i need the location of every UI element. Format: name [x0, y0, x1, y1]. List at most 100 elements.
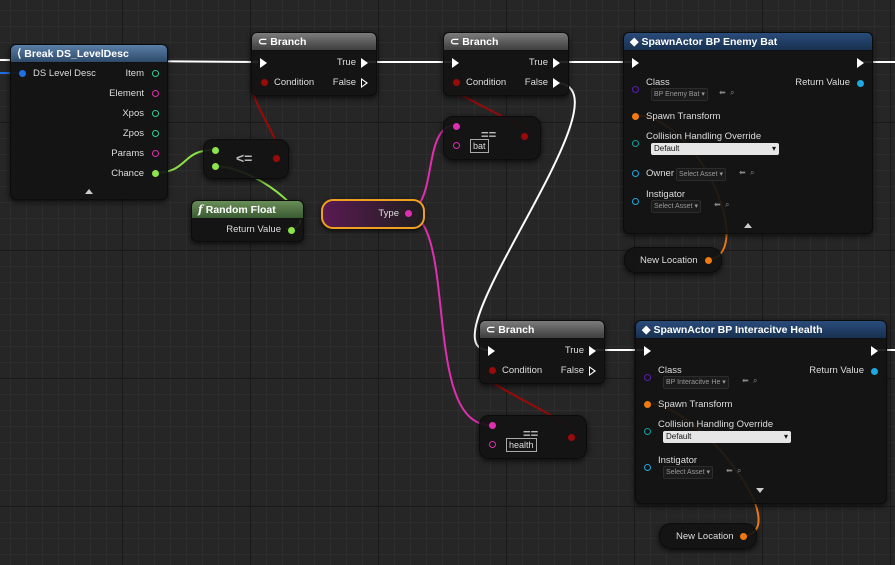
exec-input-pin[interactable] [632, 58, 639, 68]
exec-output-pin[interactable] [871, 346, 878, 356]
collision-dropdown[interactable]: Default ▾ [663, 431, 791, 443]
collapse-arrow-icon[interactable] [85, 189, 93, 194]
transform-input-pin[interactable] [632, 113, 639, 120]
break-struct-node[interactable]: ⟨ Break DS_LevelDesc DS Level Desc Item … [10, 44, 168, 200]
instigator-dropdown[interactable]: Select Asset ▾ [651, 200, 701, 213]
enum-input-pin[interactable] [453, 123, 460, 130]
struct-input-pin[interactable] [19, 70, 26, 77]
enum-value-field[interactable]: health [506, 438, 537, 452]
browse-search-icon[interactable]: ⌕ [730, 88, 735, 97]
object-output-pin[interactable] [871, 368, 878, 375]
exec-input-pin[interactable] [452, 58, 459, 68]
use-selected-arrow-icon[interactable]: ⬅ [714, 200, 721, 209]
equal-enum-node[interactable]: == health [479, 415, 587, 459]
browse-search-icon[interactable]: ⌕ [753, 376, 758, 385]
operator-label: == [481, 127, 497, 142]
new-location-node[interactable]: New Location [659, 523, 757, 549]
branch-node[interactable]: ⊂ Branch True Condition False [479, 320, 605, 384]
class-input-pin[interactable] [632, 86, 639, 93]
instigator-dropdown[interactable]: Select Asset ▾ [663, 466, 713, 479]
float-output-pin[interactable] [152, 170, 159, 177]
float-output-pin[interactable] [288, 227, 295, 234]
transform-output-pin[interactable] [740, 533, 747, 540]
exec-output-pin[interactable] [857, 58, 864, 68]
node-title: SpawnActor BP Interacitve Health [653, 323, 823, 336]
equal-enum-node[interactable]: == bat [443, 116, 541, 160]
use-selected-arrow-icon[interactable]: ⬅ [726, 466, 733, 475]
object-output-pin[interactable] [857, 80, 864, 87]
exec-false-pin[interactable] [361, 78, 368, 88]
owner-dropdown[interactable]: Select Asset ▾ [676, 168, 726, 181]
class-dropdown[interactable]: BP Interacitve He ▾ [663, 376, 729, 389]
object-input-pin[interactable] [632, 198, 639, 205]
spawn-actor-node[interactable]: ◆ SpawnActor BP Interacitve Health Class… [635, 320, 887, 504]
enum-output-pin[interactable] [152, 150, 159, 157]
pin-label: Class [646, 77, 670, 88]
int-output-pin[interactable] [152, 110, 159, 117]
float-input-pin[interactable] [212, 163, 219, 170]
use-selected-arrow-icon[interactable]: ⬅ [719, 88, 726, 97]
pin-label: Spawn Transform [658, 399, 733, 410]
less-equal-node[interactable]: <= [203, 139, 289, 179]
exec-true-pin[interactable] [589, 346, 596, 356]
exec-input-pin[interactable] [488, 346, 495, 356]
bool-output-pin[interactable] [568, 434, 575, 441]
int-output-pin[interactable] [152, 130, 159, 137]
spawn-actor-node[interactable]: ◆ SpawnActor BP Enemy Bat Class BP Enemy… [623, 32, 873, 234]
int-output-pin[interactable] [152, 70, 159, 77]
browse-search-icon[interactable]: ⌕ [750, 168, 755, 177]
exec-input-pin[interactable] [644, 346, 651, 356]
bool-input-pin[interactable] [453, 79, 460, 86]
pin-label: Collision Handling Override [646, 131, 762, 142]
object-input-pin[interactable] [632, 170, 639, 177]
exec-false-pin[interactable] [589, 366, 596, 376]
transform-input-pin[interactable] [644, 401, 651, 408]
new-location-node[interactable]: New Location [624, 247, 722, 273]
type-getter-node[interactable]: Type [321, 199, 425, 229]
class-dropdown[interactable]: BP Enemy Bat ▾ [651, 88, 708, 101]
byte-input-pin[interactable] [632, 140, 639, 147]
float-input-pin[interactable] [212, 147, 219, 154]
chevron-down-icon: ▾ [783, 432, 788, 441]
collapse-arrow-icon[interactable] [744, 223, 752, 228]
node-title: Branch [462, 35, 499, 48]
collision-dropdown[interactable]: Default▾ [651, 143, 779, 155]
use-selected-arrow-icon[interactable]: ⬅ [739, 168, 746, 177]
enum-value-field[interactable]: bat [470, 139, 489, 153]
operator-label: <= [236, 150, 253, 166]
enum-output-pin[interactable] [405, 210, 412, 217]
browse-search-icon[interactable]: ⌕ [725, 200, 730, 209]
enum-output-pin[interactable] [152, 90, 159, 97]
browse-search-icon[interactable]: ⌕ [737, 466, 742, 475]
random-float-node[interactable]: f Random Float Return Value [191, 200, 304, 242]
return-label: Return Value [795, 77, 850, 88]
exec-input-pin[interactable] [260, 58, 267, 68]
pin-label: Collision Handling Override [658, 419, 774, 430]
branch-node[interactable]: ⊂ Branch True Condition False [443, 32, 569, 96]
spawn-actor-icon: ◆ [642, 324, 651, 336]
byte-input-pin[interactable] [644, 428, 651, 435]
bool-output-pin[interactable] [521, 133, 528, 140]
pin-label: Element [109, 88, 144, 99]
transform-output-pin[interactable] [705, 257, 712, 264]
enum-input-pin[interactable] [453, 142, 460, 149]
bool-input-pin[interactable] [261, 79, 268, 86]
expand-arrow-icon[interactable] [756, 488, 764, 493]
branch-node[interactable]: ⊂ Branch True Condition False [251, 32, 377, 96]
collision-value: Default [666, 432, 692, 441]
pin-label: Zpos [122, 128, 144, 139]
pin-label: False [332, 77, 356, 88]
object-input-pin[interactable] [644, 464, 651, 471]
class-input-pin[interactable] [644, 374, 651, 381]
node-title: Random Float [205, 203, 276, 216]
bool-output-pin[interactable] [273, 155, 280, 162]
enum-input-pin[interactable] [489, 441, 496, 448]
bool-input-pin[interactable] [489, 367, 496, 374]
enum-input-pin[interactable] [489, 422, 496, 429]
exec-false-pin[interactable] [553, 78, 560, 88]
exec-true-pin[interactable] [361, 58, 368, 68]
pin-label: Params [111, 148, 144, 159]
exec-true-pin[interactable] [553, 58, 560, 68]
pin-label: Item [125, 68, 144, 79]
use-selected-arrow-icon[interactable]: ⬅ [742, 376, 749, 385]
